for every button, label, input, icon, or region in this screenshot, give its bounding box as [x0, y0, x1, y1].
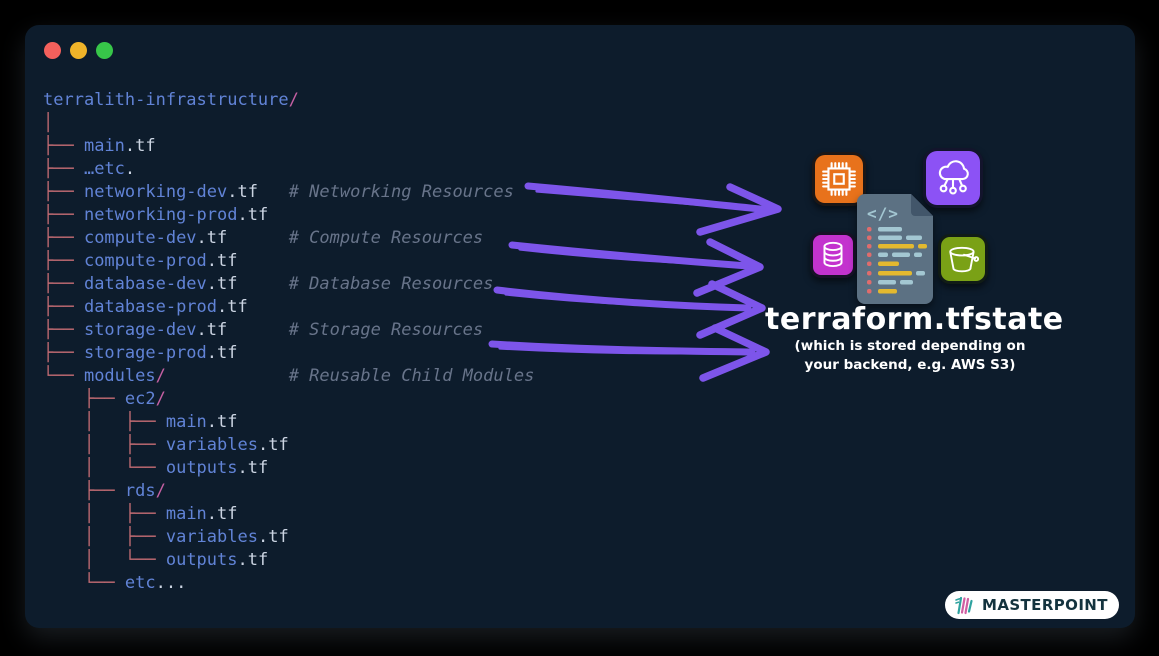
tree-line: │: [43, 113, 54, 133]
database-icon: [810, 232, 856, 278]
tree-line: │ ├── main.tf: [83, 412, 238, 432]
tree-line: ├── networking-dev.tf # Networking Resou…: [43, 182, 514, 202]
tree-line: ├── ec2/: [83, 389, 166, 409]
tree-line: ├── compute-prod.tf: [43, 251, 238, 271]
tree-line: │ └── outputs.tf: [83, 458, 269, 478]
bucket-icon: [938, 234, 988, 284]
tree-line: ├── storage-prod.tf: [43, 343, 238, 363]
minimize-button[interactable]: [70, 42, 87, 59]
tfstate-sublabel-line2: your backend, e.g. AWS S3): [804, 357, 1016, 373]
masterpoint-logo-mark-icon: [955, 596, 973, 614]
terminal-window: terralith-infrastructure/ │ ├── main.tf ├──…: [25, 25, 1135, 628]
window-controls: [44, 42, 113, 59]
masterpoint-logo: MASTERPOINT: [945, 591, 1119, 619]
tree-line: ├── database-dev.tf # Database Resources: [43, 274, 494, 294]
masterpoint-brand-text: MASTERPOINT: [982, 596, 1108, 614]
tree-line: ├── storage-dev.tf # Storage Resources: [43, 320, 484, 340]
tree-line: ├── rds/: [83, 481, 166, 501]
code-file-icon: </>: [857, 194, 933, 308]
svg-text:</>: </>: [867, 204, 899, 223]
zoom-button[interactable]: [96, 42, 113, 59]
tree-line: terralith-infrastructure/: [43, 90, 299, 110]
tree-line: │ ├── variables.tf: [83, 527, 289, 547]
tree-line: ├── networking-prod.tf: [43, 205, 269, 225]
tfstate-sublabel: (which is stored depending on your backe…: [765, 337, 1055, 375]
file-tree: terralith-infrastructure/ │ ├── main.tf ├──…: [43, 89, 534, 595]
tree-line: │ ├── main.tf: [83, 504, 238, 524]
tree-line: ├── main.tf: [43, 136, 156, 156]
tfstate-label: terraform.tfstate: [765, 302, 1064, 337]
tree-line: └── modules/ # Reusable Child Modules: [43, 366, 535, 386]
tree-line: │ ├── variables.tf: [83, 435, 289, 455]
tree-line: │ └── outputs.tf: [83, 550, 269, 570]
close-button[interactable]: [44, 42, 61, 59]
cpu-icon: [812, 152, 866, 206]
tree-line: ├── compute-dev.tf # Compute Resources: [43, 228, 484, 248]
tree-line: └── etc...: [83, 573, 187, 593]
tree-line: ├── database-prod.tf: [43, 297, 248, 317]
cloud-network-icon: [923, 148, 983, 208]
tfstate-sublabel-line1: (which is stored depending on: [794, 338, 1026, 354]
tree-line: ├── …etc.: [43, 159, 136, 179]
